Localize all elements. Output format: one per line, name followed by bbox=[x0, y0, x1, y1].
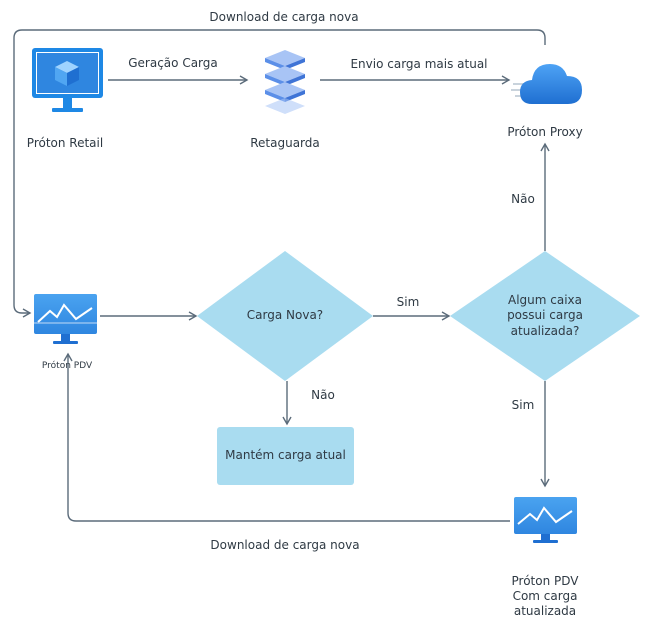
decision-text-carga-nova: Carga Nova? bbox=[246, 308, 324, 323]
edge-label-geracao-carga: Geração Carga bbox=[128, 56, 218, 70]
decision-algum-caixa bbox=[450, 251, 640, 381]
edge-label-download-bottom: Download de carga nova bbox=[210, 538, 360, 552]
node-label-proton-pdv: Próton PDV bbox=[41, 361, 93, 371]
layered-stack-icon bbox=[265, 50, 305, 114]
node-label-proton-retail: Próton Retail bbox=[26, 136, 104, 150]
edge-download-top bbox=[13, 29, 546, 318]
decision-carga-nova bbox=[197, 251, 373, 381]
edge-label-envio-carga: Envio carga mais atual bbox=[350, 57, 488, 71]
edge-label-nao-2: Não bbox=[511, 192, 535, 206]
node-label-proton-proxy: Próton Proxy bbox=[507, 125, 583, 139]
monitor-chart-icon bbox=[34, 294, 97, 344]
edge-label-sim-1: Sim bbox=[396, 295, 420, 309]
cloud-icon bbox=[511, 64, 582, 104]
process-mantem-carga bbox=[217, 427, 354, 485]
decision-text-algum-caixa: Algum caixa possui carga atualizada? bbox=[507, 292, 583, 338]
edge-label-nao-1: Não bbox=[311, 388, 335, 402]
process-text-mantem-carga: Mantém carga atual bbox=[225, 448, 346, 463]
node-label-retaguarda: Retaguarda bbox=[250, 136, 320, 150]
edge-label-download-top: Download de carga nova bbox=[209, 10, 359, 24]
edge-download-bottom bbox=[63, 352, 510, 522]
edge-label-sim-2: Sim bbox=[511, 398, 535, 412]
azure-monitor-cube-icon bbox=[32, 48, 103, 112]
monitor-chart-updated-icon bbox=[514, 497, 577, 543]
connectors bbox=[13, 29, 550, 522]
node-label-proton-pdv-atualizada: Próton PDV Com carga atualizada bbox=[511, 574, 579, 618]
